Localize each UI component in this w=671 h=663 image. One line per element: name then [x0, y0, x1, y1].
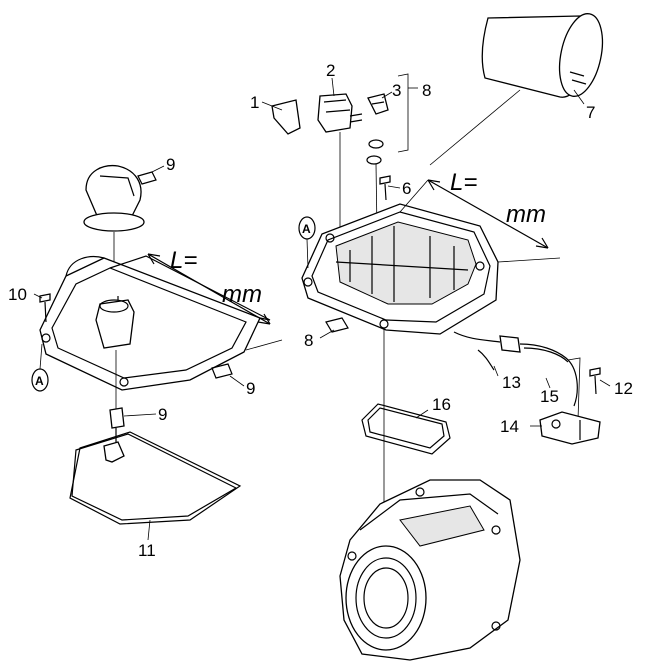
- leader-9-low: [123, 413, 157, 417]
- marker-a-right: [298, 216, 316, 269]
- part-14-clamp: [539, 411, 601, 445]
- marker-a-left: [31, 343, 49, 392]
- callout-8-top: 8: [422, 81, 431, 100]
- part-16-gasket: [361, 403, 451, 455]
- callout-1: 1: [250, 93, 259, 112]
- marker-a-left-label: A: [35, 374, 44, 388]
- left-cover-housing: [39, 255, 271, 410]
- leader-12: [599, 379, 611, 387]
- leader-10: [33, 293, 43, 299]
- marker-a-right-label: A: [302, 222, 311, 236]
- leader-11: [147, 519, 151, 541]
- leader-1: [261, 101, 283, 111]
- leader-7: [573, 89, 585, 105]
- part-8-tag-lower: [325, 317, 349, 333]
- leader-9-mid: [229, 375, 245, 387]
- callout-2: 2: [326, 61, 335, 80]
- callout-8-bottom: 8: [304, 331, 313, 350]
- leader-2: [331, 77, 335, 97]
- callout-6: 6: [402, 179, 411, 198]
- main-cover-housing: [301, 203, 499, 510]
- callout-14: 14: [500, 417, 519, 436]
- dimension-left-mm: mm: [222, 281, 262, 308]
- leader-6: [387, 185, 401, 189]
- part-knob: [83, 164, 145, 300]
- callout-9-mid: 9: [246, 379, 255, 398]
- leader-15: [545, 377, 551, 389]
- dimension-left-l: L=: [170, 247, 197, 274]
- callout-15: 15: [540, 387, 559, 406]
- callout-3: 3: [392, 81, 401, 100]
- dimension-right: [399, 179, 561, 263]
- leader-13: [493, 365, 499, 377]
- leader-9-top: [151, 165, 165, 173]
- callout-10: 10: [8, 285, 27, 304]
- callout-9-top: 9: [166, 155, 175, 174]
- part-3-clip: [367, 93, 389, 115]
- dimension-left: [147, 253, 283, 351]
- callout-13: 13: [502, 373, 521, 392]
- callout-9-low: 9: [158, 405, 167, 424]
- part-12-screw: [589, 367, 601, 395]
- leader-3: [381, 91, 393, 99]
- pump-housing: [339, 479, 521, 661]
- callout-16: 16: [432, 395, 451, 414]
- callout-7: 7: [586, 103, 595, 122]
- callout-11: 11: [138, 541, 156, 560]
- part-9-tags: [137, 171, 233, 379]
- part-10-screw: [39, 293, 51, 323]
- part-13-15-cable: [453, 331, 581, 421]
- callout-12: 12: [614, 379, 633, 398]
- part-2-switch: [317, 93, 363, 250]
- part-6-screw: [379, 175, 391, 201]
- part-stem: [103, 407, 125, 463]
- dimension-right-mm: mm: [506, 201, 546, 228]
- part-11-oring: [69, 431, 242, 525]
- part-7-capacitor: [429, 13, 604, 166]
- leader-8-bottom: [319, 329, 335, 339]
- leader-16: [415, 409, 429, 419]
- part-1-bracket: [271, 99, 301, 135]
- dimension-right-l: L=: [450, 169, 477, 196]
